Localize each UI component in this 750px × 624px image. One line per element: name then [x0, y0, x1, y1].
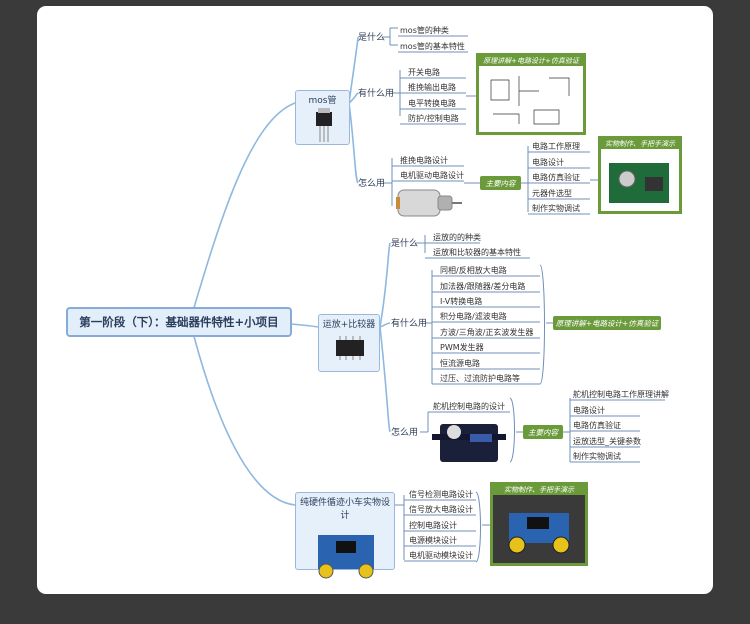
leaf-car-1: 信号检测电路设计 — [409, 489, 473, 499]
leaf-opamp-use-7: 恒流源电路 — [440, 358, 480, 368]
root-node: 第一阶段（下）：基础器件特性+小项目 — [66, 307, 292, 337]
motor-image — [396, 189, 462, 217]
leaf-opamp-how-1: 舵机控制电路的设计 — [433, 401, 505, 411]
leaf-mos-how-2: 电机驱动电路设计 — [400, 170, 464, 180]
leaf-car-3: 控制电路设计 — [409, 520, 457, 530]
pcb-board-icon — [609, 163, 669, 203]
mos-how-label: 怎么用 — [358, 177, 385, 189]
car-photo-icon — [493, 495, 585, 563]
opamp-how-label: 怎么用 — [391, 426, 418, 438]
leaf-mos-content-5: 制作实物调试 — [532, 203, 580, 213]
mos-main-content-badge: 主要内容 — [480, 176, 521, 190]
mos-what-label: 是什么 — [358, 31, 385, 43]
leaf-mos-use-2: 推挽输出电路 — [408, 82, 456, 92]
leaf-mos-use-4: 防护/控制电路 — [408, 113, 459, 123]
car-demo-caption: 实物制作、手把手演示 — [493, 485, 585, 495]
leaf-opamp-content-4: 运放选型_关键参数 — [573, 436, 641, 446]
car-node: 纯硬件循迹小车实物设计 — [295, 492, 395, 579]
leaf-mos-use-1: 开关电路 — [408, 67, 440, 77]
leaf-mos-content-3: 电路仿真验证 — [532, 172, 580, 182]
opamp-chip-icon — [336, 336, 364, 360]
mos-title: mos管 — [308, 96, 337, 106]
mos-node: mos管 — [295, 90, 350, 145]
mos-demo-caption: 实物制作、手把手演示 — [601, 139, 679, 149]
leaf-opamp-content-1: 舵机控制电路工作原理讲解 — [573, 389, 669, 399]
opamp-use-label: 有什么用 — [391, 317, 427, 329]
leaf-opamp-use-6: PWM发生器 — [440, 342, 484, 352]
leaf-opamp-use-5: 方波/三角波/正玄波发生器 — [440, 327, 533, 337]
mos-use-label: 有什么用 — [358, 87, 394, 99]
leaf-mos-how-1: 推挽电路设计 — [400, 155, 448, 165]
leaf-mos-content-2: 电路设计 — [532, 157, 564, 167]
leaf-mos-what-1: mos管的种类 — [400, 25, 449, 35]
mos-demo-figure: 实物制作、手把手演示 — [598, 136, 682, 214]
opamp-use-badge: 原理讲解+电路设计+仿真验证 — [553, 316, 661, 330]
leaf-mos-use-3: 电平转换电路 — [408, 98, 456, 108]
leaf-mos-content-4: 元器件选型 — [532, 188, 572, 198]
opamp-title: 运放+比较器 — [322, 320, 376, 330]
leaf-opamp-use-3: I-V转换电路 — [440, 296, 482, 306]
car-kit-icon — [318, 535, 374, 579]
leaf-opamp-what-1: 运放的的种类 — [433, 232, 481, 242]
leaf-opamp-use-8: 过压、过流防护电路等 — [440, 373, 520, 383]
leaf-opamp-use-2: 加法器/跟随器/差分电路 — [440, 281, 525, 291]
opamp-node: 运放+比较器 — [318, 314, 380, 372]
opamp-main-content-badge: 主要内容 — [523, 425, 563, 439]
leaf-opamp-content-3: 电路仿真验证 — [573, 420, 621, 430]
mos-transistor-icon — [316, 108, 332, 142]
leaf-opamp-content-5: 制作实物调试 — [573, 451, 621, 461]
opamp-what-label: 是什么 — [391, 237, 418, 249]
leaf-car-4: 电源模块设计 — [409, 535, 457, 545]
leaf-opamp-content-2: 电路设计 — [573, 405, 605, 415]
leaf-car-2: 信号放大电路设计 — [409, 504, 473, 514]
leaf-opamp-use-1: 同相/反相放大电路 — [440, 265, 507, 275]
leaf-car-5: 电机驱动模块设计 — [409, 550, 473, 560]
servo-motor-image — [432, 424, 506, 462]
car-title: 纯硬件循迹小车实物设计 — [299, 498, 390, 521]
leaf-mos-content-1: 电路工作原理 — [532, 141, 580, 151]
leaf-opamp-use-4: 积分电路/滤波电路 — [440, 311, 507, 321]
leaf-mos-what-2: mos管的基本特性 — [400, 41, 465, 51]
schematic-icon — [490, 76, 570, 125]
mos-circuit-figure: 原理讲解+电路设计+仿真验证 — [476, 53, 586, 135]
leaf-opamp-what-2: 运放和比较器的基本特性 — [433, 247, 521, 257]
mos-circuit-caption: 原理讲解+电路设计+仿真验证 — [479, 56, 583, 66]
car-demo-figure: 实物制作、手把手演示 — [490, 482, 588, 566]
